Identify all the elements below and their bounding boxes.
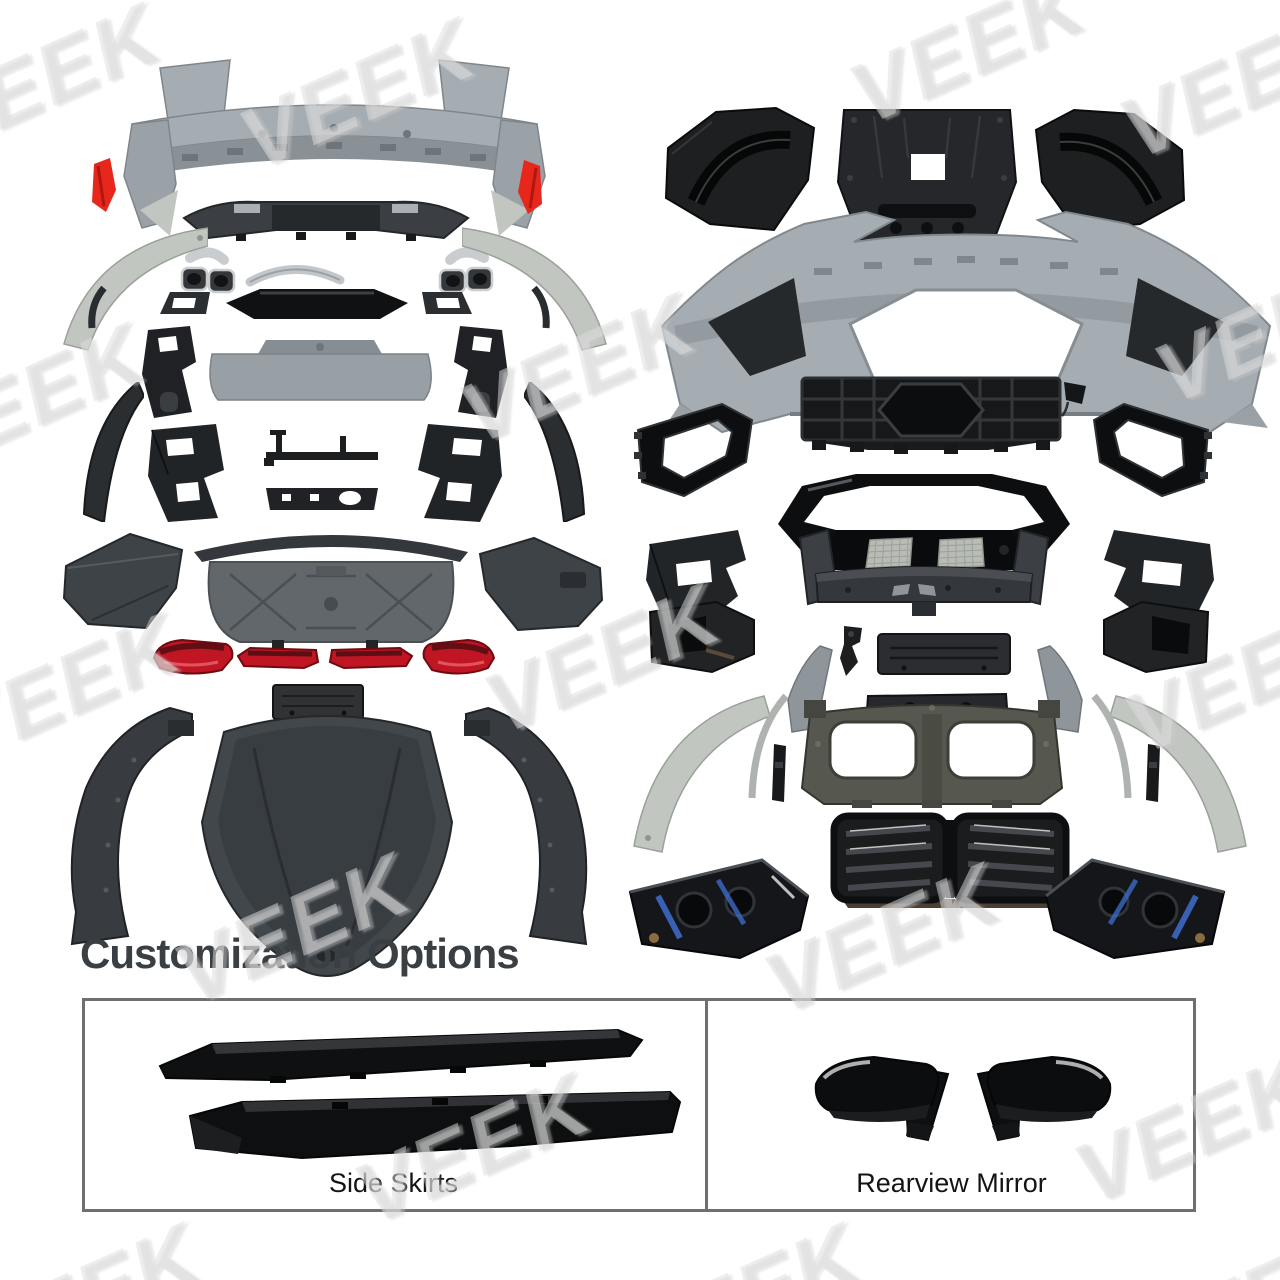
license-plate-base bbox=[270, 682, 366, 722]
fog-bezel-right bbox=[1088, 396, 1216, 502]
support-rail bbox=[262, 428, 382, 470]
taillight-outer-right bbox=[420, 636, 500, 676]
plate-small-left bbox=[156, 288, 214, 318]
tailgate-lower-trim bbox=[202, 336, 438, 410]
fender-arch-right bbox=[524, 382, 590, 522]
veek-watermark: VEEK bbox=[0, 1204, 216, 1280]
mount-bracket-left bbox=[146, 418, 228, 526]
hood bbox=[196, 700, 458, 982]
bumper-beam bbox=[798, 524, 1050, 620]
rearview-mirror-label: Rearview Mirror bbox=[856, 1168, 1047, 1198]
exhaust-tips-right bbox=[434, 246, 498, 294]
license-bracket bbox=[874, 630, 1014, 680]
wheel-arch-trim-front-right bbox=[1108, 688, 1258, 858]
support-bracket-right bbox=[1098, 524, 1218, 630]
wheel-arch-trim-front-left bbox=[622, 688, 772, 858]
bumper-bracket-left bbox=[138, 322, 200, 422]
small-flap bbox=[1060, 378, 1090, 418]
exhaust-pipe bbox=[242, 256, 347, 288]
rear-reflector-right bbox=[514, 158, 548, 220]
headlight-left bbox=[622, 852, 818, 964]
grille-mount-frame bbox=[798, 372, 1064, 458]
quarter-panel-left bbox=[58, 528, 190, 634]
air-duct-left bbox=[642, 598, 760, 676]
rear-diffuser bbox=[176, 192, 476, 248]
support-bracket-left bbox=[642, 524, 752, 630]
kidney-grille bbox=[826, 810, 1074, 908]
engine-skid-plate bbox=[834, 98, 1020, 250]
mounting-plate bbox=[262, 482, 382, 516]
side-skirt-upper bbox=[150, 1028, 650, 1098]
air-duct-right bbox=[1098, 598, 1216, 676]
mount-bracket-right bbox=[414, 418, 504, 526]
mesh-screen-2 bbox=[936, 536, 986, 570]
plate-small-right bbox=[418, 288, 476, 318]
side-skirt-lower bbox=[182, 1088, 687, 1163]
clip-right bbox=[528, 286, 554, 330]
bracket-small bbox=[836, 622, 868, 680]
clip-left bbox=[84, 286, 110, 330]
quarter-panel-right bbox=[472, 532, 608, 636]
wheel-arch-trim-rear-right bbox=[462, 226, 612, 351]
front-fender-left bbox=[42, 700, 196, 950]
exhaust-tips-left bbox=[176, 246, 240, 294]
arch-strip-right bbox=[1084, 692, 1144, 804]
fender-arch-left bbox=[78, 382, 144, 522]
arch-bracket-left bbox=[766, 742, 792, 806]
page-title: Customization Options bbox=[80, 930, 520, 977]
wheel-arch-trim-rear-left bbox=[58, 226, 208, 351]
taillight-outer-left bbox=[148, 636, 236, 676]
trunk-lid bbox=[188, 516, 474, 648]
fender-liner-right bbox=[1028, 104, 1194, 238]
trim-strip-center bbox=[220, 283, 414, 325]
rear-reflector-left bbox=[86, 156, 120, 218]
arch-strip-left bbox=[736, 692, 796, 804]
side-skirts-label: Side Skirts bbox=[328, 1168, 459, 1198]
front-fender-right bbox=[462, 700, 616, 950]
headlight-right bbox=[1036, 852, 1232, 964]
fender-liner-left bbox=[656, 102, 822, 238]
arch-bracket-right bbox=[1140, 742, 1166, 806]
mirror-right bbox=[966, 1052, 1118, 1148]
bumper-bracket-right bbox=[450, 322, 512, 422]
radiator-support bbox=[796, 692, 1068, 810]
mesh-screen-1 bbox=[864, 536, 916, 570]
taillight-inner-right bbox=[326, 640, 416, 672]
corner-trim-right bbox=[1034, 640, 1090, 736]
taillight-inner-left bbox=[234, 640, 322, 672]
corner-trim-left bbox=[780, 640, 836, 736]
veek-watermark: VEEK bbox=[611, 1204, 876, 1280]
options-box-divider bbox=[705, 998, 708, 1212]
fog-bezel-left bbox=[630, 396, 758, 502]
mirror-left bbox=[808, 1052, 960, 1148]
